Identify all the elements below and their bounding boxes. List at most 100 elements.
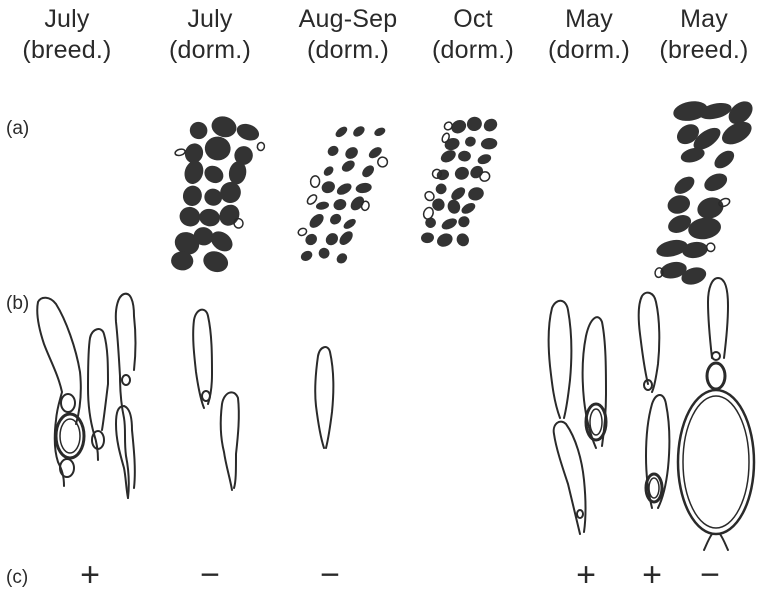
oocyte-inner [649,478,659,498]
follicle [476,152,492,166]
follicle [367,145,384,161]
follicle [342,217,358,231]
sign-july-breeding: + [70,557,110,593]
follicle [453,165,471,182]
follicle [328,212,343,227]
follicle [671,173,697,197]
follicle [182,158,207,186]
follicle [443,136,461,152]
follicle [711,147,737,172]
follicle [343,145,360,162]
tubules-july-breeding [37,294,135,498]
cluster-may-breeding [654,97,757,288]
cluster-july-dormant [170,114,265,276]
small-follicle [377,157,387,168]
follicle [460,201,477,216]
small-follicle [654,267,664,278]
oocyte-inner [590,409,602,435]
tubule [549,301,572,418]
tubule [639,293,660,392]
small-follicle [310,176,320,188]
follicle [332,197,348,211]
follicle [198,207,221,227]
follicle [420,232,434,244]
small-follicle [174,148,185,156]
small-follicle [257,142,266,151]
follicle [201,162,226,186]
mature-egg [678,390,754,534]
follicle [463,135,477,149]
follicle [454,231,471,248]
egg-stalk [704,534,728,550]
follicle [665,193,692,217]
cluster-aug-sep-dormant [297,124,388,266]
follicle [434,182,448,196]
oocyte [707,363,725,389]
sign-may-breeding: + [632,557,672,593]
follicle [458,151,471,162]
follicle [181,183,205,208]
cluster-oct-dormant [420,115,499,249]
follicle [373,126,387,138]
sign-july-dormant: − [190,557,230,593]
small-follicle [306,193,319,206]
tubule [708,278,728,358]
follicle [355,182,373,195]
oocyte-inner [60,419,80,453]
oocyte [92,431,104,449]
nucleus [122,375,130,385]
follicle [467,185,486,202]
follicle [701,170,730,195]
follicle [465,115,483,133]
follicle [440,216,459,232]
follicle [320,179,337,195]
tubule [116,294,136,498]
follicle [204,136,232,162]
small-follicle [297,227,308,237]
follicle [335,181,354,197]
follicle [360,163,376,179]
oocyte [61,394,75,412]
sign-may-breeding-mature: − [690,557,730,593]
follicle [177,204,203,229]
nucleus [202,391,210,401]
row-a-follicle-clusters [170,97,757,288]
follicle [315,201,329,211]
nucleus [577,510,583,518]
follicle [435,231,455,249]
follicle [215,201,243,230]
follicle [209,114,239,141]
follicle [446,198,462,215]
follicle [188,120,210,142]
follicle [340,158,357,174]
follicle [307,211,326,230]
follicle [480,137,497,150]
tubules-may-breeding [639,278,754,550]
follicle [335,251,350,265]
follicle [337,229,355,248]
nucleus [712,352,720,360]
follicle [323,231,340,248]
sign-may-dormant: + [566,557,606,593]
tubules-july-dormant [193,310,239,490]
follicle [326,144,341,158]
tubule [221,392,239,490]
tubule [88,329,108,460]
follicle [695,194,727,222]
follicle [351,124,366,139]
row-b-tubule-sketches [37,278,754,550]
follicle [456,214,472,229]
tubules-aug-sep-dormant [315,347,333,448]
oocyte [60,459,74,477]
follicle [317,246,332,261]
follicle [234,121,261,144]
follicle [299,249,314,263]
follicle [200,248,230,275]
follicle [439,148,458,165]
mature-egg-inner [683,396,749,528]
small-follicle [718,197,731,208]
sign-aug-sep-dormant: − [310,557,350,593]
follicle [687,215,723,241]
follicle [334,125,349,140]
